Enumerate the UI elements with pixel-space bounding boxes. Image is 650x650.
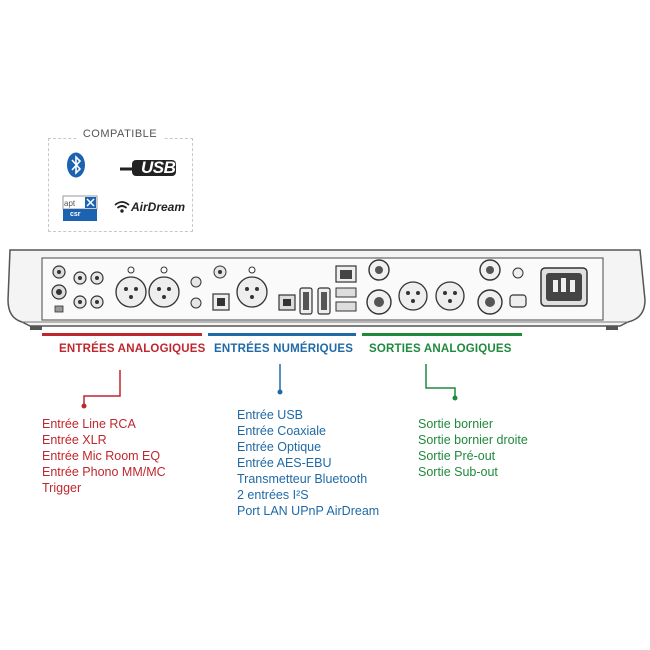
airdream-wifi-icon [114,201,130,213]
list-item: Entrée Coaxiale [237,424,326,438]
digital-inputs-list: Entrée USB Entrée Coaxiale Entrée Optiqu… [237,407,379,519]
list-item: Transmetteur Bluetooth [237,472,368,486]
airdream-logo-text: AirDream [131,200,186,214]
compatibility-title: COMPATIBLE [0,128,240,140]
list-item: Sortie bornier droite [418,433,528,447]
analog-in-divider [42,333,202,336]
list-item: Entrée Line RCA [42,417,136,431]
usb-logo-icon [120,160,176,176]
list-item: Entrée Mic Room EQ [42,449,161,463]
analog-inputs-list: Entrée Line RCA Entrée XLR Entrée Mic Ro… [42,416,166,496]
bluetooth-icon [67,152,85,178]
list-item: Sortie Sub-out [418,465,498,479]
list-item: Entrée Phono MM/MC [42,465,166,479]
analog-outputs-title: SORTIES ANALOGIQUES [369,343,512,355]
device-rear-panel [7,249,646,330]
list-item: Sortie Pré-out [418,449,496,463]
analog-out-divider [362,333,522,336]
usb-logo-text: USB [141,158,176,177]
aptx-csr-text: csr [70,211,81,218]
list-item: Entrée Optique [237,440,322,454]
analog-inputs-title: ENTRÉES ANALOGIQUES [59,343,206,355]
list-item: Entrée USB [237,408,304,422]
digital-in-divider [208,333,356,336]
list-item: Sortie bornier [418,417,494,431]
digital-inputs-title: ENTRÉES NUMÉRIQUES [214,343,354,355]
analog-outputs-list: Sortie bornier Sortie bornier droite Sor… [418,416,528,480]
list-item: Entrée XLR [42,433,107,447]
list-item: Trigger [42,481,82,495]
aptx-logo-text: apt [64,199,76,208]
list-item: Port LAN UPnP AirDream [237,504,380,518]
aptx-logo-icon [62,195,98,221]
list-item: Entrée AES-EBU [237,456,332,470]
list-item: 2 entrées I²S [237,488,309,502]
